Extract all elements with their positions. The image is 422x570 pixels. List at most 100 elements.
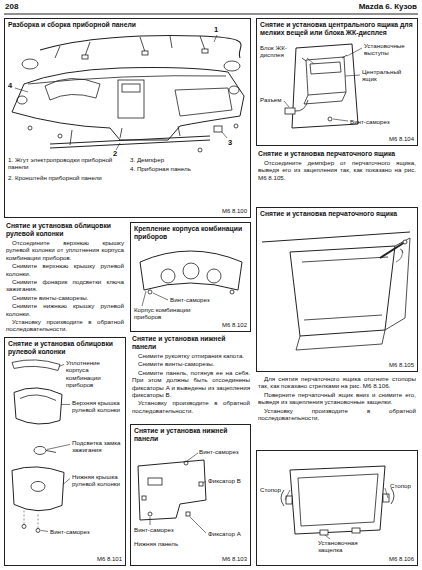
instruction-text: Снимите винты-саморезы. — [132, 360, 250, 367]
instruction-text: Установку производите в обратной последо… — [6, 318, 124, 333]
column-cover-illustration-part — [24, 508, 38, 528]
center-box-illustration-part — [292, 44, 358, 128]
figure-panel: Снятие и установка центрального ящика дл… — [256, 18, 418, 146]
dashboard-illustration-part — [82, 55, 88, 59]
dashboard-illustration-part — [58, 134, 62, 138]
column-cover-illustration-part — [22, 524, 26, 528]
section-heading: Снятие и установка облицовки рулевой кол… — [6, 222, 124, 238]
lower-panel-illustration-part — [148, 512, 152, 516]
part-label: Фиксатор A — [208, 530, 248, 537]
part-label: Уплотнение корпуса комбинации приборов — [66, 359, 124, 389]
cluster-housing-illustration-part — [230, 290, 234, 294]
dashboard-illustration-part — [202, 49, 208, 53]
column-cover-illustration-part — [12, 360, 60, 371]
dashboard-illustration-part — [229, 86, 239, 94]
running-header: Mazda 6. Кузов — [359, 2, 417, 11]
center-box-illustration — [284, 44, 362, 128]
center-box-illustration-part — [302, 55, 347, 61]
panel-title: Разборка и сборка приборной панели — [5, 19, 250, 31]
part-label: Корпус комбинации приборов — [134, 306, 204, 321]
panel-title: Снятие и установка облицовки рулевой кол… — [5, 338, 125, 358]
part-label: Установочная защелка — [318, 539, 378, 554]
column-cover-illustration-part — [41, 364, 70, 531]
dashboard-illustration-part — [175, 88, 232, 116]
glovebox-stopper-illustration-part — [290, 466, 385, 534]
panel-title: Снятие и установка нижней панели — [131, 425, 250, 445]
part-label: Винт-саморез — [50, 528, 110, 535]
glovebox-illustration-part — [400, 249, 403, 253]
glovebox-illustration-part — [296, 330, 385, 350]
glovebox-stopper-illustration-part — [286, 496, 292, 504]
part-label: Установочные выступы — [364, 42, 416, 57]
lower-panel-illustration-part — [199, 482, 203, 486]
section-heading: Снятие и установка нижней панели — [132, 335, 250, 351]
part-label: Винт-саморез — [134, 526, 194, 533]
instruction-text: Отсоедините демпфер от перчаточного ящик… — [258, 159, 416, 181]
callout-number: 3 — [228, 139, 236, 147]
part-label: Фиксатор B — [208, 477, 250, 484]
figure-code: M6 8.100 — [222, 208, 247, 215]
instruction-text: Снимите винты-саморезы. — [6, 294, 124, 301]
glovebox-illustration-part — [290, 246, 395, 336]
part-label: Винт-саморез — [170, 296, 230, 303]
instruction-text: Снимите панель, потянув ее на себя. При … — [132, 369, 250, 399]
center-box-illustration-part — [304, 92, 346, 104]
instruction-text: Установку производите в обратной последо… — [132, 399, 250, 414]
dashboard-illustration-part — [70, 126, 180, 145]
dashboard-illustration-part — [15, 35, 227, 150]
dashboard-illustration-part — [22, 59, 38, 69]
glovebox-illustration-part — [380, 242, 405, 258]
dashboard-illustration — [12, 35, 244, 152]
dashboard-illustration-part — [234, 124, 238, 128]
header-rule — [4, 14, 418, 15]
dashboard-illustration-part — [214, 126, 222, 132]
dashboard-illustration-part — [224, 61, 240, 71]
part-label: Нижняя крышка рулевой колонки — [72, 473, 124, 488]
glovebox-illustration — [262, 232, 410, 350]
lower-panel-illustration-part — [186, 512, 190, 516]
dashboard-illustration-part — [12, 68, 244, 141]
column-cover-illustration — [12, 360, 70, 533]
part-label: 4. Приборная панель — [130, 165, 230, 172]
column-cover-illustration-part — [12, 467, 64, 511]
lower-panel-illustration-part — [142, 496, 146, 500]
cluster-housing-illustration-part — [142, 291, 168, 306]
cluster-housing-illustration-part — [140, 251, 242, 290]
dashboard-illustration-part — [28, 126, 32, 130]
part-label: Винт-саморез — [350, 118, 400, 125]
figure-code: M6 8.102 — [222, 322, 247, 329]
callout-number: 1 — [214, 26, 222, 34]
dashboard-illustration-part — [55, 36, 205, 58]
part-label: Стопор — [390, 482, 417, 489]
part-label: Винт-саморез — [199, 448, 249, 455]
part-label: Разъем — [260, 96, 290, 103]
callout-number: 4 — [8, 82, 16, 90]
part-label: Блок ЖК-дисплея — [260, 44, 308, 59]
glovebox-stopper-illustration — [281, 466, 394, 539]
instruction-text: Поверните перчаточный ящик вниз и снимит… — [258, 391, 416, 406]
panel-title: Снятие и установка перчаточного ящика — [257, 208, 417, 220]
column-cover-illustration-part — [31, 481, 45, 491]
center-box-illustration-part — [306, 57, 346, 95]
glovebox-illustration-part — [403, 240, 407, 244]
part-label: Подсветка замка зажигания — [72, 439, 124, 454]
glovebox-stopper-illustration-part — [352, 528, 360, 533]
instruction-text: Отсоедините верхнюю крышку рулевой колон… — [6, 239, 124, 261]
instruction-text: Снимите верхнюю крышку рулевой колонки. — [6, 262, 124, 277]
part-label: Нижняя панель — [134, 540, 194, 547]
glovebox-illustration-part — [396, 250, 402, 262]
glovebox-illustration-part — [302, 257, 388, 320]
column-cover-illustration-part — [14, 388, 62, 424]
column-cover-illustration-part — [46, 450, 56, 452]
instruction-text: Снимите нижнюю крышку рулевой колонки. — [6, 302, 124, 317]
lower-panel-illustration-part — [138, 460, 206, 520]
instruction-text: Снимите фонарик подсветки ключа зажигани… — [6, 278, 124, 293]
dashboard-illustration-part — [50, 136, 210, 148]
callout-number: 2 — [113, 150, 121, 158]
glovebox-stopper-illustration-part — [298, 474, 378, 526]
column-cover-illustration-part — [20, 395, 56, 401]
panel-title: Крепление корпуса комбинации приборов — [131, 223, 250, 243]
panel-title: Снятие и установка центрального ящика дл… — [257, 19, 417, 39]
figure-code: M6 8.103 — [222, 556, 247, 563]
